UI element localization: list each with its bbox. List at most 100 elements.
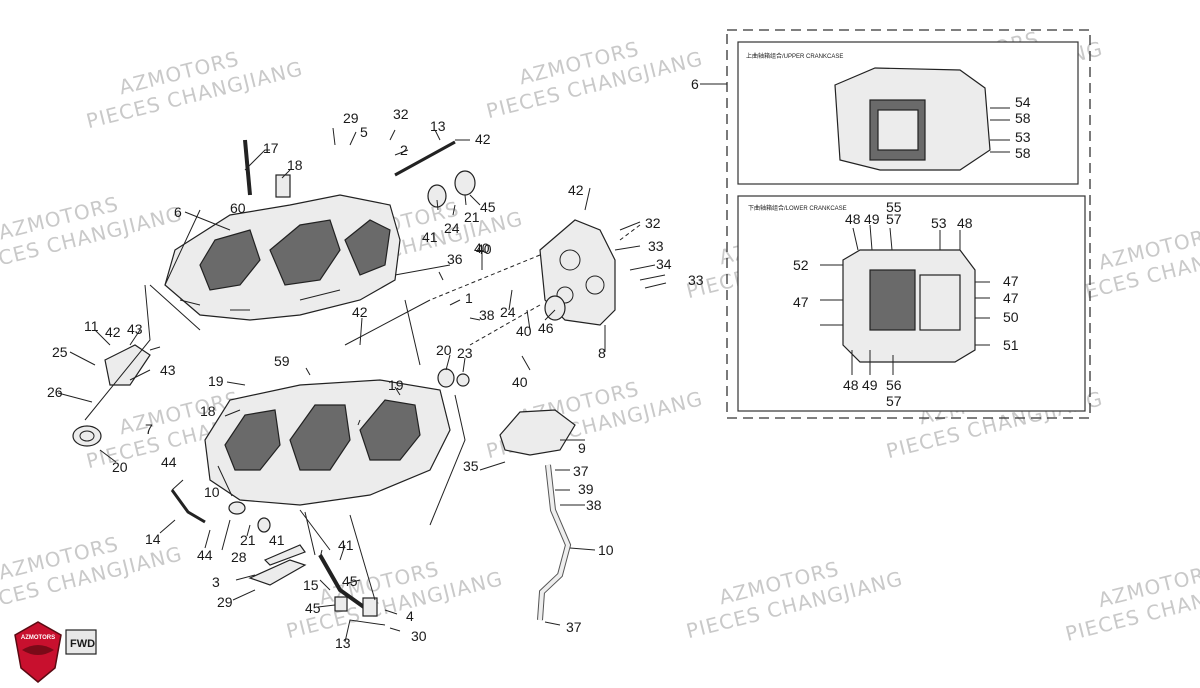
callout: 26 [47, 384, 63, 400]
callout: 23 [457, 345, 473, 361]
callout: 11 [84, 318, 99, 334]
callout: 48 [957, 215, 973, 231]
callout: 4 [406, 608, 414, 624]
callout: 24 [444, 220, 460, 236]
callout: 41 [269, 532, 285, 548]
callout: 57 [886, 393, 902, 409]
leader-lines [57, 127, 667, 643]
callout: 37 [573, 463, 589, 479]
callout: 42 [352, 304, 368, 320]
callout: 6 [174, 204, 182, 220]
callout: 29 [217, 594, 233, 610]
callout: 44 [161, 454, 177, 470]
callout: 18 [200, 403, 216, 419]
inset-upper-crankcase: 上曲轴箱组合/UPPER CRANKCASE [737, 41, 1079, 185]
callout: 53 [931, 215, 947, 231]
callout: 41 [338, 537, 354, 553]
callout: 42 [568, 182, 584, 198]
callout: 32 [645, 215, 661, 231]
callout: 55 [886, 199, 902, 215]
callout: 13 [430, 118, 446, 134]
gasket-3 [248, 559, 307, 586]
callout: 48 [845, 211, 861, 227]
callout: 19 [208, 373, 224, 389]
oil-pipe [537, 464, 572, 621]
callout: 57 [886, 211, 902, 227]
callout: 30 [411, 628, 427, 644]
callout: 59 [274, 353, 290, 369]
upper-crankcase[interactable] [164, 194, 401, 321]
callout: 44 [197, 547, 213, 563]
callout: 58 [1015, 110, 1031, 126]
callout: 38 [479, 307, 495, 323]
callout: 34 [656, 256, 672, 272]
callout: 43 [127, 321, 143, 337]
callout: 49 [862, 377, 878, 393]
callout: 41 [422, 229, 438, 245]
oil-pan[interactable] [499, 409, 576, 456]
callout: 36 [447, 251, 463, 267]
callout: 9 [578, 440, 586, 456]
callout: 53 [1015, 129, 1031, 145]
seal-ring [427, 184, 447, 208]
callout: 51 [1003, 337, 1019, 353]
callout: 56 [886, 377, 902, 393]
callout: 20 [436, 342, 452, 358]
inset-frame-dashed [726, 29, 1091, 419]
callout: 15 [303, 577, 319, 593]
callout: 42 [475, 131, 491, 147]
gasket-21 [263, 544, 306, 566]
callout: 14 [145, 531, 161, 547]
lower-crankcase[interactable] [204, 379, 451, 506]
callout: 13 [335, 635, 351, 651]
callout: 47 [793, 294, 809, 310]
inset-lower-crankcase: 下曲轴箱组合/LOWER CRANKCASE [737, 195, 1086, 412]
callout: 37 [566, 619, 582, 635]
callout: 52 [793, 257, 809, 273]
callout: 32 [393, 106, 409, 122]
fwd-badge-text: FWD [70, 638, 95, 650]
oil-seal [72, 425, 102, 447]
callout: 18 [287, 157, 303, 173]
callout: 46 [538, 320, 554, 336]
fwd-badge [65, 629, 97, 655]
callout: 58 [1015, 145, 1031, 161]
callout: 60 [230, 200, 246, 216]
callout: 40 [516, 323, 532, 339]
callout: 25 [52, 344, 68, 360]
callout: 47 [1003, 273, 1019, 289]
rod-12 [394, 140, 456, 177]
callout: 45 [342, 573, 358, 589]
callout: 45 [480, 199, 496, 215]
callout: 33 [688, 272, 704, 288]
pipe-16 [170, 489, 206, 524]
bracket-13 [104, 344, 151, 386]
inset-upper-title: 上曲轴箱组合/UPPER CRANKCASE [746, 52, 843, 60]
callout: 29 [343, 110, 359, 126]
callout: 48 [843, 377, 859, 393]
callout: 10 [598, 542, 614, 558]
callout: 39 [578, 481, 594, 497]
callout: 21 [240, 532, 256, 548]
callout-numbers: 6 17 18 60 29 5 32 2 13 42 41 24 21 45 4… [47, 76, 1031, 651]
callout: 20 [112, 459, 128, 475]
callout: 6 [691, 76, 699, 92]
callout: 10 [204, 484, 220, 500]
callout: 38 [586, 497, 602, 513]
callout: 43 [160, 362, 176, 378]
callout: 40 [474, 240, 490, 256]
callout: 24 [500, 304, 516, 320]
callout: 5 [360, 124, 368, 140]
callout: 40 [512, 374, 528, 390]
callout: 21 [464, 209, 480, 225]
callout: 49 [864, 211, 880, 227]
callout: 1 [465, 290, 473, 306]
callout: 2 [400, 142, 408, 158]
callout: 35 [463, 458, 479, 474]
callout: 47 [1003, 290, 1019, 306]
callout: 42 [105, 324, 121, 340]
inset-lower-title: 下曲轴箱组合/LOWER CRANKCASE [748, 204, 847, 212]
callout: 50 [1003, 309, 1019, 325]
callout: 8 [598, 345, 606, 361]
